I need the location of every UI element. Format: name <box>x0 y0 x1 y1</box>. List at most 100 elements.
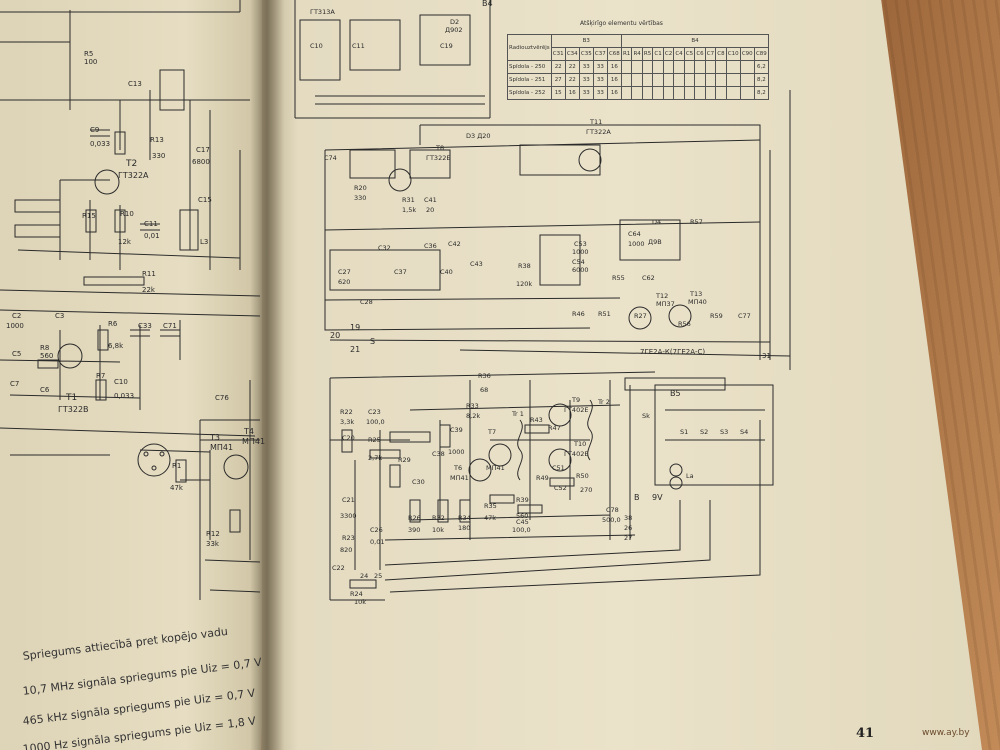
label-r10-value: 12k <box>118 238 132 246</box>
label-r33-value: 8,2k <box>466 412 480 420</box>
label-n21: 21 <box>350 345 360 354</box>
label-tr2: Tr 2 <box>597 398 610 406</box>
label-c76: C76 <box>215 394 229 402</box>
table-cell: 33 <box>578 73 594 87</box>
table-cell: 27 <box>550 73 566 87</box>
table-cell: 8,2 <box>753 86 770 100</box>
label-r31-value: 1,5k <box>402 206 416 214</box>
table-cell <box>662 73 675 87</box>
book-gutter <box>250 0 284 750</box>
table-cell <box>662 60 675 74</box>
table-col: C31 <box>550 47 566 61</box>
label-s: S <box>370 337 375 346</box>
table-col: R1 <box>620 47 633 61</box>
label-s1: S1 <box>680 428 688 436</box>
label-c30: C30 <box>412 478 425 486</box>
table-cell <box>694 73 706 87</box>
label-c26: C26 <box>370 526 383 534</box>
label-battery-voltage: 9V <box>652 493 663 502</box>
label-c27-value: 620 <box>338 278 350 286</box>
table-cell <box>725 86 741 100</box>
label-t12: T12 <box>655 292 668 300</box>
table-group-b3: B3 <box>550 34 622 48</box>
table-cell <box>673 86 685 100</box>
table-cell: 33 <box>578 60 594 74</box>
table-col: C37 <box>592 47 608 61</box>
label-c26-value: 0,01 <box>370 538 384 546</box>
table-cell: 22 <box>564 73 580 87</box>
label-r29: R29 <box>398 456 411 464</box>
label-t2-model: ГТ322А <box>118 171 149 180</box>
label-r27: R27 <box>634 312 647 320</box>
left-schematic: C9 0,033 R13 330 T2 ГТ322А R15 R10 12k C… <box>0 0 265 600</box>
label-r39-value: 560 <box>516 512 528 520</box>
table-cell: 16 <box>564 86 580 100</box>
table-cell <box>631 60 643 74</box>
label-r20-value: 330 <box>354 194 366 202</box>
label-c17: C17 <box>196 146 210 154</box>
label-r23-value: 820 <box>340 546 352 554</box>
label-bus: 7ГЕ2А-К(7ГЕ2А-С) <box>640 348 705 356</box>
label-r55: R55 <box>612 274 625 282</box>
label-c17-value: 6800 <box>192 158 210 166</box>
table-cell: 16 <box>606 73 622 87</box>
label-r59: R59 <box>710 312 723 320</box>
label-c52: C52 <box>554 484 567 492</box>
table-title: Atšķirīgo elementu vērtības <box>580 20 663 27</box>
table-cell <box>694 86 706 100</box>
table-cell <box>694 60 706 74</box>
label-c9-value: 0,033 <box>90 140 110 148</box>
label-r11: R11 <box>142 270 156 278</box>
label-c51: C51 <box>552 464 565 472</box>
label-c37: C37 <box>394 268 407 276</box>
label-r20: R20 <box>354 184 367 192</box>
label-r24: R24 <box>350 590 363 598</box>
label-r50: R50 <box>576 472 589 480</box>
label-r34: R34 <box>458 514 471 522</box>
label-t1-model: ГТ322В <box>58 405 89 414</box>
label-r22-value: 3,3k <box>340 418 354 426</box>
table-col: C7 <box>704 47 717 61</box>
table-cell <box>715 60 727 74</box>
label-t6: T6 <box>453 464 462 472</box>
label-r36: R36 <box>478 372 491 380</box>
label-c38: C38 <box>432 450 445 458</box>
label-c28: C28 <box>360 298 373 306</box>
label-c3: C3 <box>55 312 64 320</box>
label-r22: R22 <box>340 408 353 416</box>
label-r5: R5 <box>84 50 93 58</box>
label-c23: C23 <box>368 408 381 416</box>
label-r38-value: 120k <box>516 280 532 288</box>
label-r33: R33 <box>466 402 479 410</box>
label-r6: R6 <box>108 320 118 328</box>
label-c23-value: 100,0 <box>366 418 385 426</box>
label-r23: R23 <box>342 534 355 542</box>
label-r47: R47 <box>548 424 561 432</box>
label-c13: C13 <box>128 80 142 88</box>
label-c2-value: 1000 <box>6 322 24 330</box>
label-c64: C64 <box>628 230 641 238</box>
label-c64-value: 1000 <box>628 240 645 248</box>
table-cell <box>725 60 741 74</box>
table-cell <box>704 73 717 87</box>
table-row: Spīdola - 251 27 22 33 33 16 8,2 <box>507 73 770 87</box>
label-lamp: La <box>686 472 694 480</box>
label-c22: C22 <box>332 564 345 572</box>
table-cell <box>673 60 685 74</box>
label-d4-model: Д9В <box>648 238 662 246</box>
label-r49: R49 <box>536 474 549 482</box>
table-cell: 22 <box>550 60 566 74</box>
label-t4: T4 <box>243 427 254 436</box>
table-cell <box>673 73 685 87</box>
label-r24-value: 10k <box>354 598 366 606</box>
label-c2: C2 <box>12 312 21 320</box>
table-row: Spīdola - 250 22 22 33 33 16 6,2 <box>507 60 770 74</box>
table-cell: 8,2 <box>753 73 770 87</box>
label-t3-model: ГТ313А <box>310 8 335 16</box>
label-r11-value: 22k <box>142 286 156 294</box>
table-header-radio: Radiouztvērējs <box>507 34 552 61</box>
label-t10-model: ГТ402Е <box>564 450 588 458</box>
table-col: C4 <box>673 47 685 61</box>
label-r13-value: 330 <box>152 152 165 160</box>
label-r38: R38 <box>518 262 531 270</box>
